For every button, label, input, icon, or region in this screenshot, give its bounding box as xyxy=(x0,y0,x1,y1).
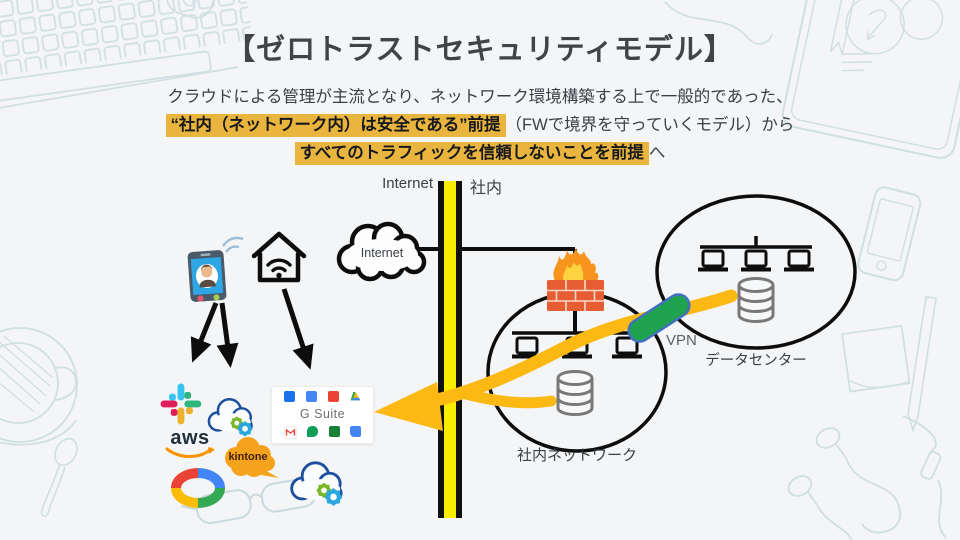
drive-pdf-icon xyxy=(327,391,339,402)
earbuds-doodle xyxy=(787,415,947,540)
internal-network-label: 社内ネットワーク xyxy=(516,447,637,464)
google-cloud-logo xyxy=(171,468,225,508)
cloud-gear-icon-2 xyxy=(290,461,345,508)
slack-logo xyxy=(160,383,202,425)
phone-doodle xyxy=(857,186,922,282)
kintone-label: kintone xyxy=(228,451,268,463)
internal-database-icon xyxy=(556,370,594,416)
vpn-tunnel-icon xyxy=(627,293,691,343)
gsuite-logo: G Suite xyxy=(271,386,374,444)
kintone-logo: kintone xyxy=(221,436,281,480)
hangouts-icon xyxy=(307,426,319,437)
intro-text: クラウドによる管理が主流となり、ネットワーク環境構築する上で一般的であった、 “… xyxy=(0,87,960,171)
gsuite-apps-top xyxy=(272,391,373,402)
intro-line-2: “社内（ネットワーク内）は安全である”前提（FWで境界を守っていくモデル）から xyxy=(0,114,960,137)
datacenter-network-tree xyxy=(696,236,816,272)
intro-line-1: クラウドによる管理が主流となり、ネットワーク環境構築する上で一般的であった、 xyxy=(167,88,793,106)
highlight-new-premise: すべてのトラフィックを信頼しないことを前提 xyxy=(294,142,649,165)
sheets-icon xyxy=(328,426,340,437)
mouse-doodle xyxy=(166,0,217,19)
device-arrows xyxy=(190,288,314,370)
datacenter-database-icon xyxy=(737,277,775,323)
intro-line-3: すべてのトラフィックを信頼しないことを前提へ xyxy=(0,142,960,165)
notebook-doodle xyxy=(781,0,960,159)
gsuite-apps-bottom xyxy=(272,426,373,439)
video-call-phone-icon xyxy=(187,250,227,302)
vpn-label: VPN xyxy=(666,332,697,349)
internet-cloud-label: Internet xyxy=(360,246,404,260)
internet-cloud-icon xyxy=(336,221,427,282)
gmail-icon xyxy=(284,426,298,439)
kintone-bubble-icon xyxy=(225,437,279,478)
boundary-bar xyxy=(438,181,462,518)
spoon-doodle xyxy=(40,437,78,518)
docs-icon xyxy=(306,391,318,402)
highlight-old-premise: “社内（ネットワーク内）は安全である”前提 xyxy=(165,114,506,137)
wifi-signal-icon xyxy=(222,236,244,253)
internal-network-tree xyxy=(510,331,644,359)
pen-doodle xyxy=(907,296,937,433)
page-title: 【ゼロトラストセキュリティモデル】 xyxy=(226,34,734,66)
sticky-note-doodle xyxy=(841,324,911,393)
cable-doodle xyxy=(664,1,773,45)
firewall-icon xyxy=(547,248,604,311)
home-wifi-icon xyxy=(251,231,307,283)
aws-label: aws xyxy=(170,427,210,449)
keyboard-doodle xyxy=(0,0,253,114)
aws-logo: aws xyxy=(162,427,218,465)
datacenter-circle xyxy=(655,194,857,350)
gsuite-label: G Suite xyxy=(299,407,346,421)
drive-icon xyxy=(349,391,361,402)
aws-smile-icon xyxy=(165,447,215,458)
datacenter-label: データセンター xyxy=(705,353,807,369)
coffee-cup-doodle xyxy=(0,327,78,446)
right-zone-label: 社内 xyxy=(470,180,503,197)
slides-icon xyxy=(349,426,361,437)
calendar-icon xyxy=(284,391,296,402)
left-zone-label: Internet xyxy=(382,175,433,192)
